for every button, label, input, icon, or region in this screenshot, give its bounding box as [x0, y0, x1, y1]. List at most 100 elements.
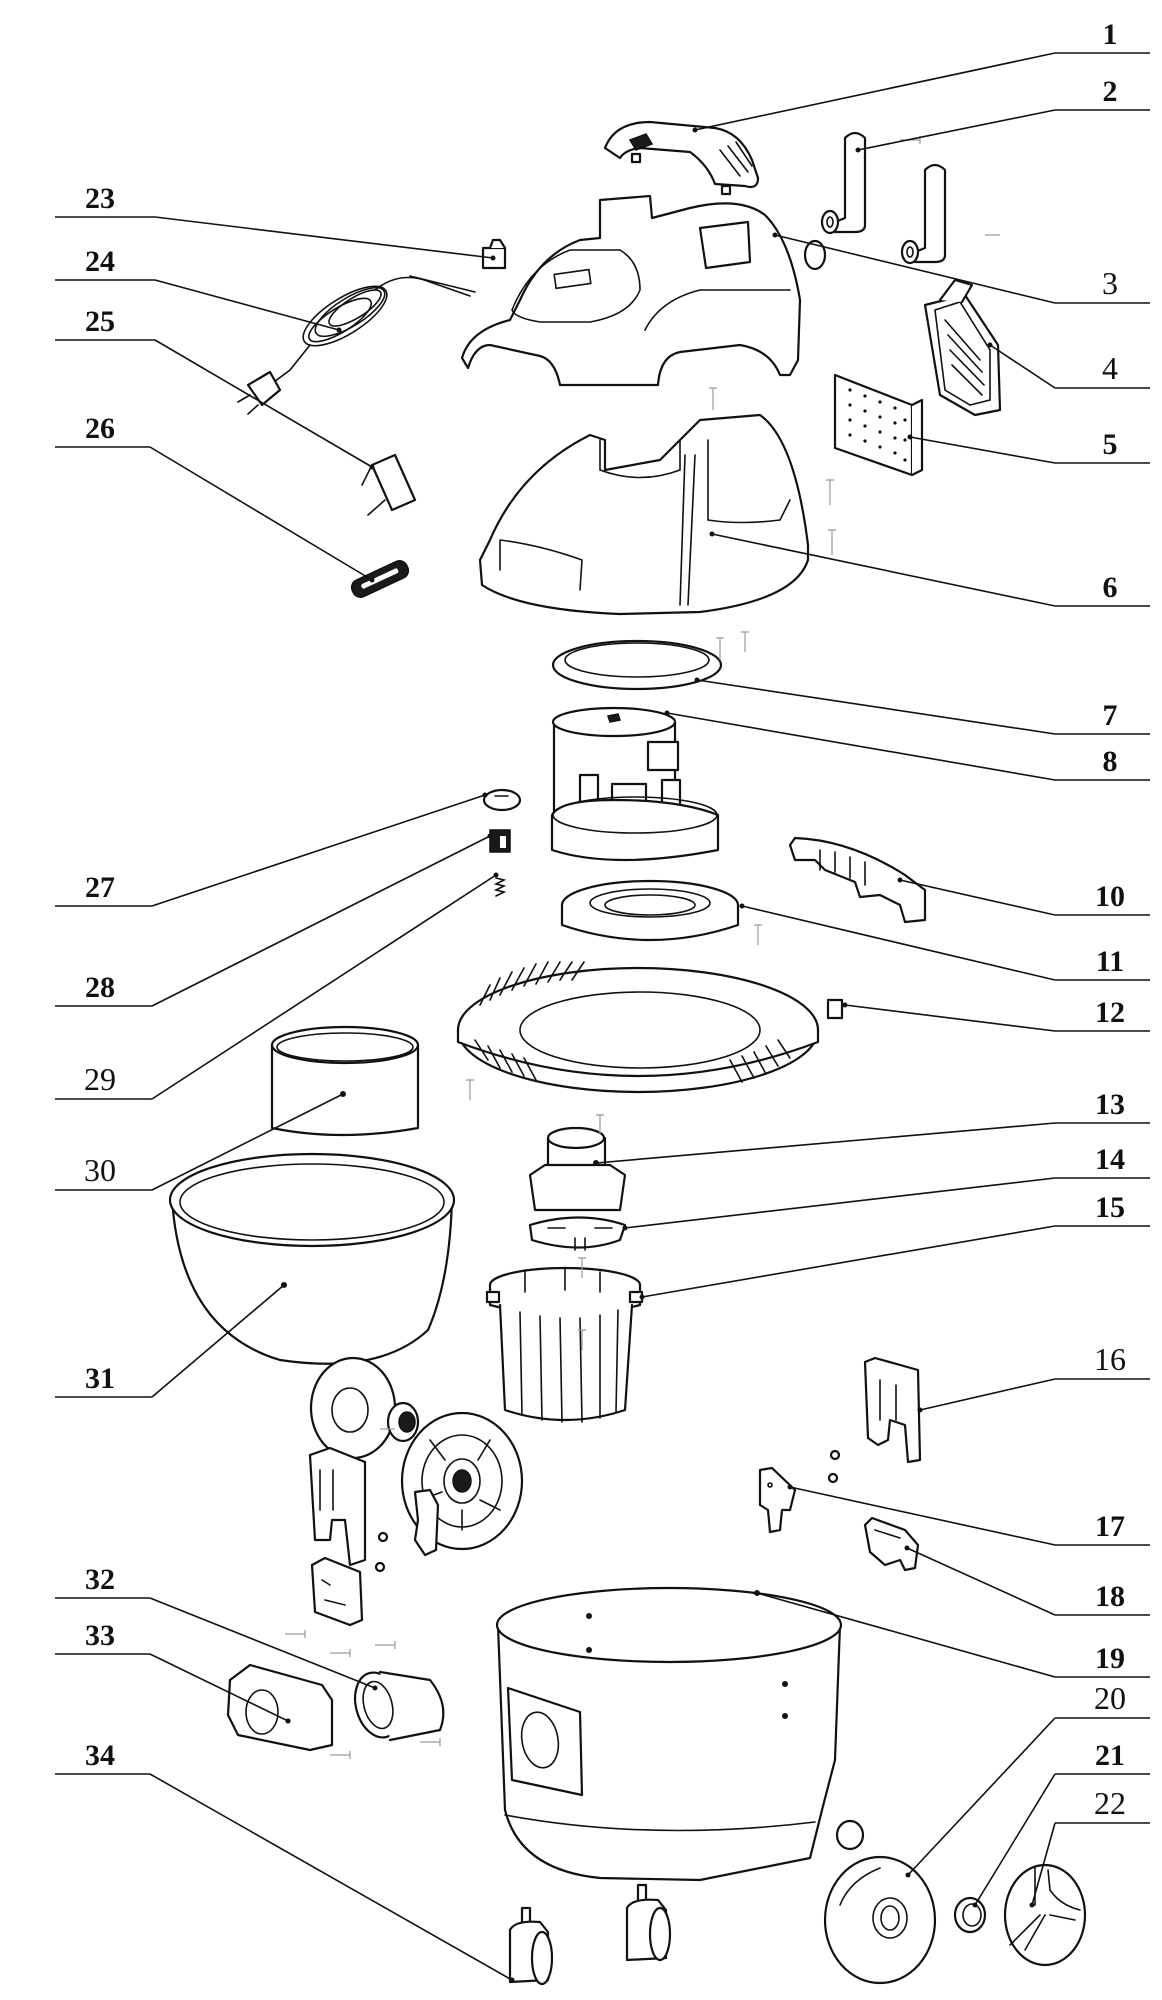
- part-gasket-ring: [551, 639, 723, 691]
- callout-number: 11: [1096, 945, 1124, 978]
- callout-target-dot: [369, 464, 375, 470]
- callout-leader-line: [1031, 1822, 1056, 1906]
- callout-target-dot: [897, 877, 903, 883]
- callout-leader-line: [694, 52, 1056, 131]
- callout-leader-line: [774, 234, 1056, 304]
- callout-target-dot: [639, 1294, 645, 1300]
- callout-target-dot: [1029, 1902, 1035, 1908]
- callout-6: 6: [709, 531, 1150, 607]
- callout-16: 16: [917, 1341, 1150, 1413]
- callout-leader-line: [149, 1653, 289, 1722]
- callout-5: 5: [907, 428, 1150, 464]
- part-motor: [550, 706, 720, 862]
- callout-leader-line: [641, 1225, 1056, 1298]
- callout-22: 22: [1029, 1785, 1150, 1908]
- callout-leader-line: [899, 879, 1056, 916]
- callout-number: 24: [85, 245, 115, 278]
- part-bearing: [386, 1401, 420, 1443]
- callout-number: 10: [1095, 880, 1125, 913]
- callout-leader-line: [789, 1486, 1056, 1546]
- callout-25: 25: [55, 305, 375, 470]
- callout-34: 34: [55, 1739, 515, 1983]
- part-wheel: [823, 1855, 937, 1985]
- part-filter-cap: [528, 1126, 627, 1212]
- callout-number: 1: [1103, 18, 1118, 51]
- callout-target-dot: [487, 833, 493, 839]
- callout-number: 20: [1094, 1680, 1126, 1716]
- callout-number: 23: [85, 182, 115, 215]
- callout-target-dot: [281, 1282, 287, 1288]
- part-middle-cover: [478, 413, 810, 616]
- callout-leader-line: [151, 1093, 344, 1191]
- part-filter-frame: [923, 278, 1002, 417]
- part-mount-plate: [758, 1466, 797, 1534]
- callout-24: 24: [55, 245, 342, 333]
- part-spring: [493, 877, 507, 897]
- part-sponge-filter: [833, 373, 924, 477]
- part-rocker-switch: [481, 238, 507, 270]
- callout-number: 27: [85, 871, 115, 904]
- part-hub-cap: [953, 1896, 987, 1934]
- callout-32: 32: [55, 1563, 378, 1691]
- callout-8: 8: [664, 710, 1150, 781]
- callout-target-dot: [490, 255, 496, 261]
- callout-leader-line: [151, 874, 497, 1100]
- callout-leader-line: [624, 1177, 1056, 1229]
- part-top-cover: [460, 194, 827, 387]
- callout-target-dot: [509, 1977, 515, 1983]
- callout-20: 20: [905, 1680, 1150, 1878]
- callout-number: 6: [1103, 571, 1118, 604]
- callout-target-dot: [340, 1091, 346, 1097]
- callout-13: 13: [593, 1088, 1150, 1166]
- callout-number: 25: [85, 305, 115, 338]
- callout-number: 2: [1103, 75, 1118, 108]
- callout-target-dot: [905, 1872, 911, 1878]
- callout-leader-line: [711, 533, 1056, 607]
- callout-leader-line: [151, 835, 491, 1007]
- part-cap: [482, 788, 522, 812]
- part-cylinder-pad: [270, 1025, 420, 1137]
- part-filter-disc: [528, 1216, 627, 1251]
- callout-leader-line: [857, 109, 1056, 151]
- callout-30: 30: [55, 1091, 346, 1191]
- callout-number: 16: [1094, 1341, 1126, 1377]
- part-power-cord: [237, 275, 476, 415]
- callout-number: 12: [1095, 996, 1125, 1029]
- callout-leader-line: [844, 1004, 1056, 1032]
- callout-leader-line: [696, 679, 1056, 735]
- callout-target-dot: [482, 792, 488, 798]
- callout-2: 2: [855, 75, 1150, 153]
- callout-1: 1: [692, 18, 1150, 133]
- part-inlet-block: [226, 1663, 334, 1752]
- callout-target-dot: [622, 1225, 628, 1231]
- callout-number: 4: [1102, 350, 1118, 386]
- callout-leader-line: [149, 446, 373, 581]
- callout-number: 33: [85, 1619, 115, 1652]
- callout-leader-line: [666, 712, 1056, 781]
- callout-target-dot: [907, 434, 913, 440]
- callout-number: 28: [85, 971, 115, 1004]
- callout-leader-line: [151, 794, 486, 907]
- callout-leader-line: [919, 1378, 1056, 1411]
- part-wheel-cover: [1003, 1863, 1087, 1967]
- callout-number: 13: [1095, 1088, 1125, 1121]
- callout-leader-line: [974, 1773, 1056, 1906]
- part-side-clip-left: [308, 1446, 367, 1567]
- callout-29: 29: [55, 872, 499, 1100]
- callout-target-dot: [369, 577, 375, 583]
- callout-leader-line: [989, 344, 1056, 389]
- callout-number: 34: [85, 1739, 115, 1772]
- callout-number: 30: [84, 1152, 116, 1188]
- callout-leader-line: [741, 905, 1056, 981]
- callout-18: 18: [904, 1545, 1150, 1616]
- faint-screws: [285, 136, 1000, 1759]
- callout-leader-line: [154, 216, 494, 259]
- part-pipes: [820, 131, 947, 265]
- part-latch-right: [863, 1516, 920, 1572]
- callout-target-dot: [285, 1718, 291, 1724]
- callout-target-dot: [972, 1902, 978, 1908]
- callout-19: 19: [754, 1590, 1150, 1678]
- callout-layer: 1234567810111213141516171819202122232425…: [55, 18, 1150, 1983]
- callout-26: 26: [55, 412, 375, 583]
